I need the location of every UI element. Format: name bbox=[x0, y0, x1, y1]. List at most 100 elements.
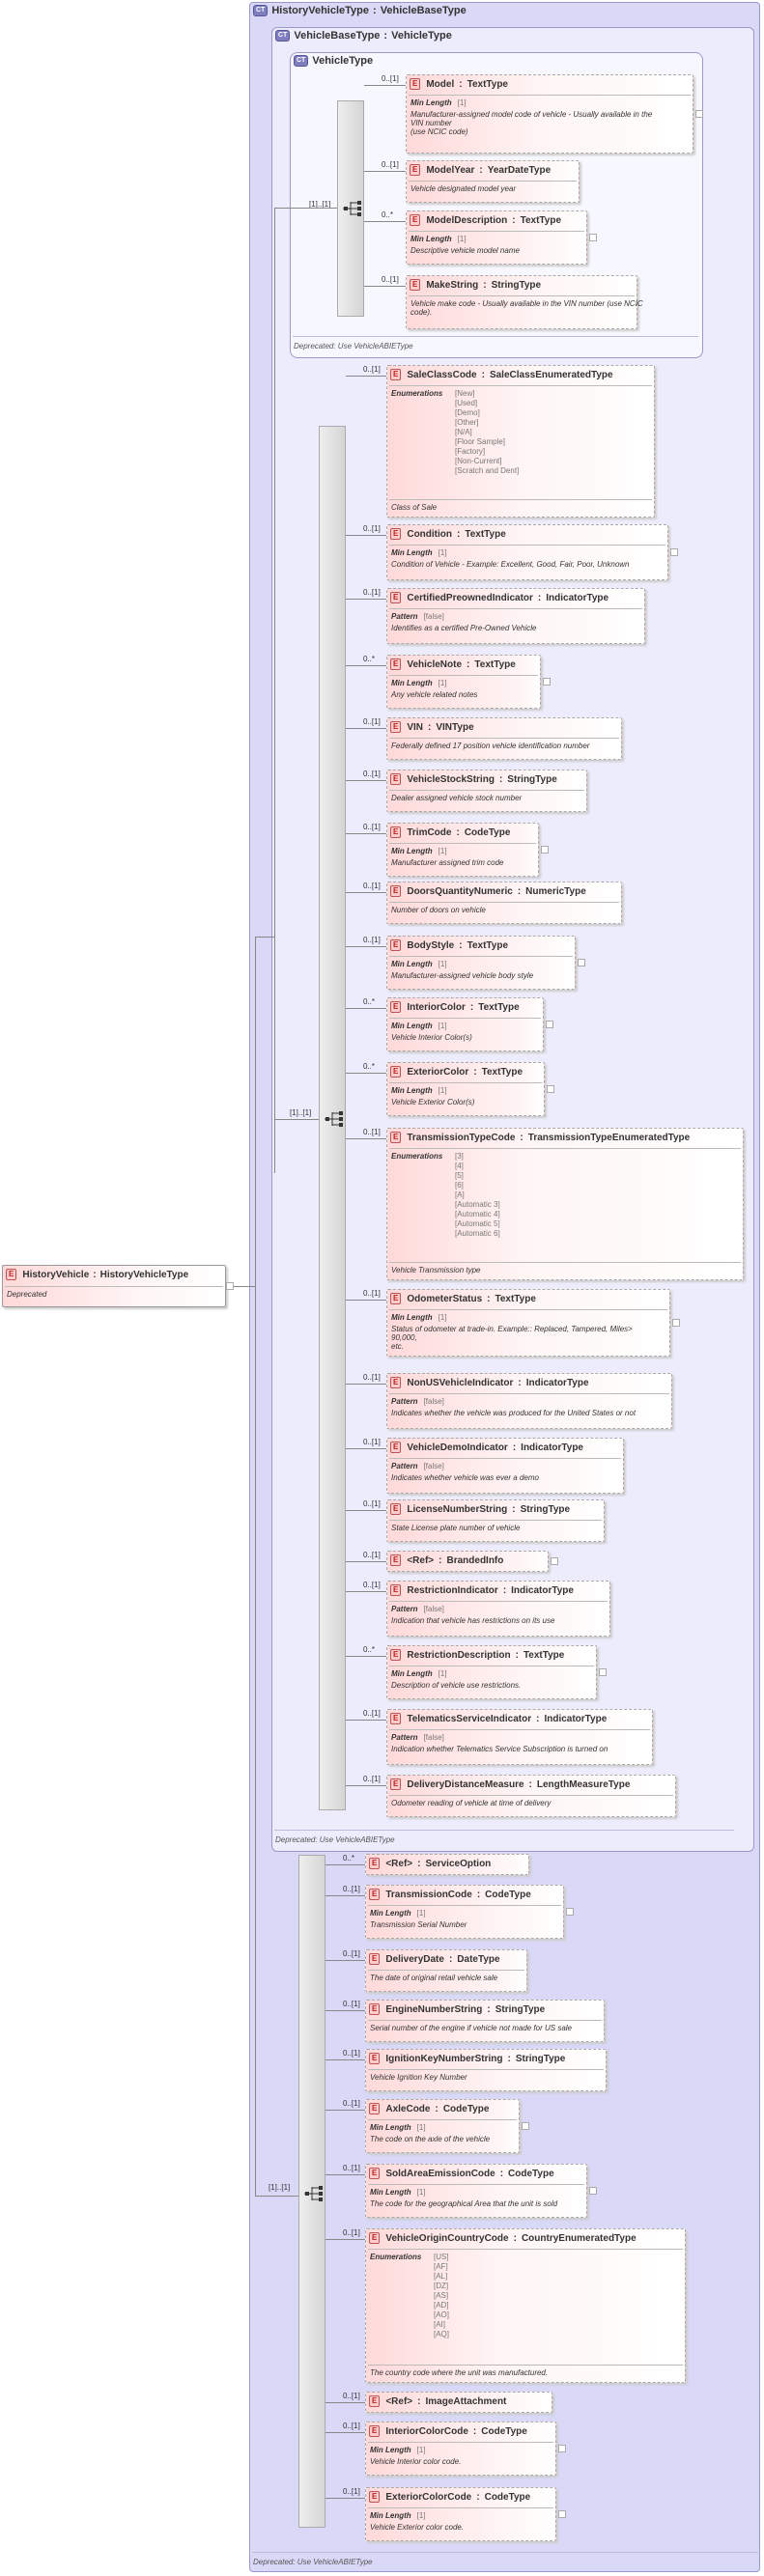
connector bbox=[346, 833, 386, 834]
element-icon: E bbox=[369, 2168, 381, 2179]
expand-toggle[interactable] bbox=[558, 2510, 566, 2518]
sequence-history bbox=[298, 1855, 325, 2528]
enumeration-value: [N/A] bbox=[455, 428, 472, 436]
expand-toggle[interactable] bbox=[566, 1908, 574, 1916]
history-vehicle-type-footer: Deprecated: Use VehicleABIEType bbox=[253, 2558, 373, 2566]
element-type: IndicatorType bbox=[521, 1442, 583, 1453]
cardinality-label: 0..[1] bbox=[363, 588, 381, 597]
expand-toggle[interactable] bbox=[599, 1668, 607, 1676]
root-element-history-vehicle[interactable]: E HistoryVehicle : HistoryVehicleType De… bbox=[2, 1265, 226, 1307]
cardinality-label: 0..[1] bbox=[363, 1373, 381, 1382]
element-name: EngineNumberString bbox=[385, 2003, 483, 2015]
expand-toggle[interactable] bbox=[589, 2187, 597, 2195]
expand-toggle[interactable] bbox=[695, 110, 703, 118]
expand-toggle[interactable] bbox=[546, 1021, 553, 1028]
connector bbox=[255, 937, 256, 2197]
expand-toggle[interactable] bbox=[670, 548, 678, 556]
element-name: DeliveryDate bbox=[385, 1953, 444, 1965]
element-ref-branded-info[interactable]: E<Ref>:BrandedInfo bbox=[386, 1551, 549, 1572]
enumeration-value: [Automatic 5] bbox=[455, 1219, 500, 1228]
element-documentation: Vehicle Exterior Color(s) bbox=[391, 1098, 475, 1106]
element-name: <Ref> bbox=[385, 1858, 413, 1869]
expand-toggle[interactable] bbox=[543, 678, 551, 686]
element-icon: E bbox=[390, 1778, 402, 1790]
expand-toggle[interactable] bbox=[551, 1557, 558, 1565]
connector bbox=[346, 1510, 386, 1511]
connector bbox=[325, 2402, 365, 2403]
element-name: MakeString bbox=[426, 279, 479, 291]
sequence-icon bbox=[325, 1111, 343, 1127]
element-type: IndicatorType bbox=[511, 1584, 574, 1596]
connector bbox=[325, 2174, 365, 2175]
expand-toggle[interactable] bbox=[672, 1319, 680, 1327]
connector bbox=[346, 1561, 386, 1562]
enumeration-value: [AF] bbox=[434, 2262, 448, 2271]
element-type: TextType bbox=[495, 1293, 536, 1304]
expand-toggle[interactable] bbox=[226, 1282, 234, 1290]
element-ref-service-option[interactable]: E<Ref>:ServiceOption bbox=[365, 1854, 529, 1875]
enumeration-value: [Floor Sample] bbox=[455, 437, 506, 446]
expand-toggle[interactable] bbox=[541, 846, 549, 854]
expand-toggle[interactable] bbox=[522, 2122, 529, 2130]
sequence-icon bbox=[343, 201, 361, 216]
expand-toggle[interactable] bbox=[547, 1085, 554, 1093]
expand-toggle[interactable] bbox=[578, 959, 585, 966]
pattern-facet: Pattern[false] bbox=[391, 1397, 444, 1406]
cardinality-label: 0..[1] bbox=[363, 365, 381, 374]
element-ref-image-attachment[interactable]: E<Ref>:ImageAttachment bbox=[365, 2392, 552, 2413]
element-name: NonUSVehicleIndicator bbox=[407, 1377, 514, 1388]
element-type: CodeType bbox=[442, 2103, 490, 2114]
element-name: ModelDescription bbox=[426, 214, 508, 226]
enumeration-values: [3][4][5][6][A][Automatic 3][Automatic 4… bbox=[455, 1152, 500, 1239]
element-type: ImageAttachment bbox=[425, 2395, 507, 2407]
min-length-facet: Min Length[1] bbox=[391, 548, 447, 557]
element-documentation: Vehicle Interior Color(s) bbox=[391, 1033, 472, 1042]
min-length-facet: Min Length[1] bbox=[391, 1313, 447, 1322]
expand-toggle[interactable] bbox=[558, 2445, 566, 2452]
element-type: CodeType bbox=[508, 2168, 554, 2179]
expand-toggle[interactable] bbox=[589, 234, 597, 241]
element-type: TextType bbox=[481, 1066, 523, 1078]
element-documentation: code). bbox=[410, 308, 433, 317]
connector bbox=[346, 1384, 386, 1385]
element-documentation: Any vehicle related notes bbox=[391, 690, 478, 699]
cardinality-label: 0..[1] bbox=[363, 936, 381, 944]
connector bbox=[346, 1785, 386, 1786]
element-name: Model bbox=[426, 78, 455, 90]
element-documentation: Identifies as a certified Pre-Owned Vehi… bbox=[391, 624, 537, 632]
element-documentation: (use NCIC code) bbox=[410, 127, 468, 136]
